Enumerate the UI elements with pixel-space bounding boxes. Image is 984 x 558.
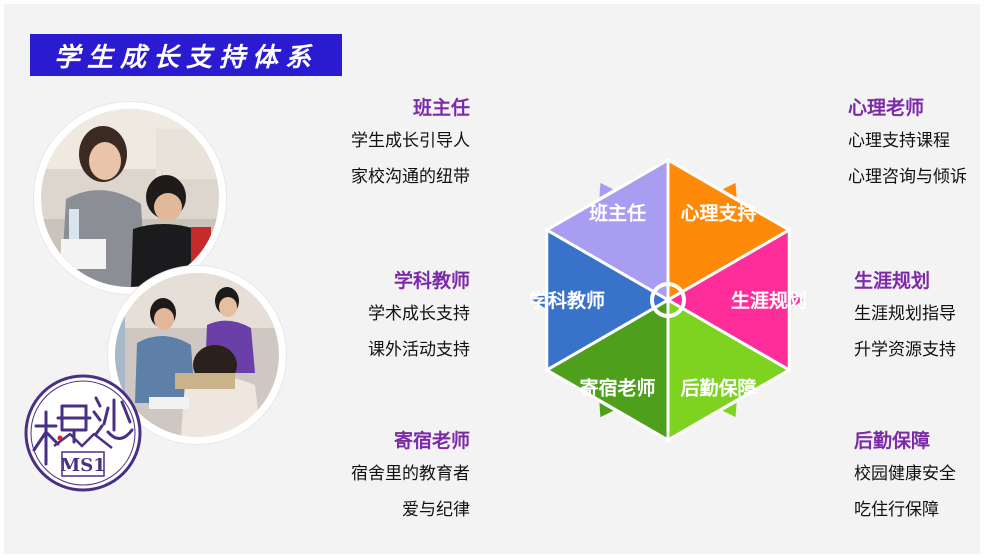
group-line: 升学资源支持	[854, 340, 956, 360]
seg-boarding-arrow	[599, 402, 614, 418]
seg-logistics-label: 后勤保障	[681, 377, 757, 400]
teacher-guiding-student-photo	[34, 102, 226, 294]
group-line: 心理咨询与倾诉	[848, 167, 967, 187]
seg-subject-label: 学科教师	[529, 289, 605, 312]
seg-logistics-arrow	[722, 402, 737, 418]
students-group-discussion-photo	[108, 266, 286, 444]
group-psychology-teacher: 心理老师 心理支持课程 心理咨询与倾诉	[848, 93, 984, 195]
group-line: 生涯规划指导	[854, 304, 956, 324]
wheel-hub	[650, 282, 686, 318]
group-title: 寄宿老师	[393, 430, 470, 452]
group-line: 校园健康安全	[854, 464, 956, 484]
svg-text:MS1: MS1	[60, 455, 105, 476]
group-title: 班主任	[412, 97, 470, 119]
group-line: 心理支持课程	[848, 131, 950, 151]
group-title: 学科教师	[393, 270, 470, 292]
page-title: 学生成长支持体系	[30, 34, 342, 76]
group-line: 家校沟通的纽带	[351, 167, 470, 187]
seg-psychology-arrow	[722, 182, 737, 198]
seg-subject	[545, 227, 672, 373]
group-title: 后勤保障	[854, 430, 931, 452]
seg-subject-arrow	[532, 292, 545, 308]
group-logistics: 后勤保障 校园健康安全 吃住行保障	[854, 426, 984, 528]
group-line: 学术成长支持	[368, 304, 470, 324]
group-title: 生涯规划	[854, 270, 931, 292]
seg-psychology-label: 心理支持	[681, 202, 757, 225]
seg-class-teacher-label: 班主任	[589, 202, 646, 225]
group-line: 宿舍里的教育者	[351, 464, 470, 484]
group-title: 心理老师	[848, 97, 925, 119]
group-class-teacher: 班主任 学生成长引导人 家校沟通的纽带	[280, 93, 470, 195]
group-career-planning: 生涯规划 生涯规划指导 升学资源支持	[854, 266, 984, 368]
school-seal-logo: MS1	[24, 374, 142, 492]
group-line: 吃住行保障	[854, 500, 939, 520]
group-subject-teacher: 学科教师 学术成长支持 课外活动支持	[280, 266, 470, 368]
group-line: 爱与纪律	[402, 500, 470, 520]
seg-boarding-label: 寄宿老师	[579, 377, 655, 400]
group-line: 课外活动支持	[368, 340, 470, 360]
seg-class-teacher-arrow	[599, 182, 614, 198]
seg-career-arrow	[791, 292, 804, 308]
slide-canvas: 学生成长支持体系	[4, 4, 980, 554]
seg-career-label: 生涯规划	[731, 289, 807, 312]
group-line: 学生成长引导人	[351, 131, 470, 151]
group-boarding-teacher: 寄宿老师 宿舍里的教育者 爱与纪律	[280, 426, 470, 528]
